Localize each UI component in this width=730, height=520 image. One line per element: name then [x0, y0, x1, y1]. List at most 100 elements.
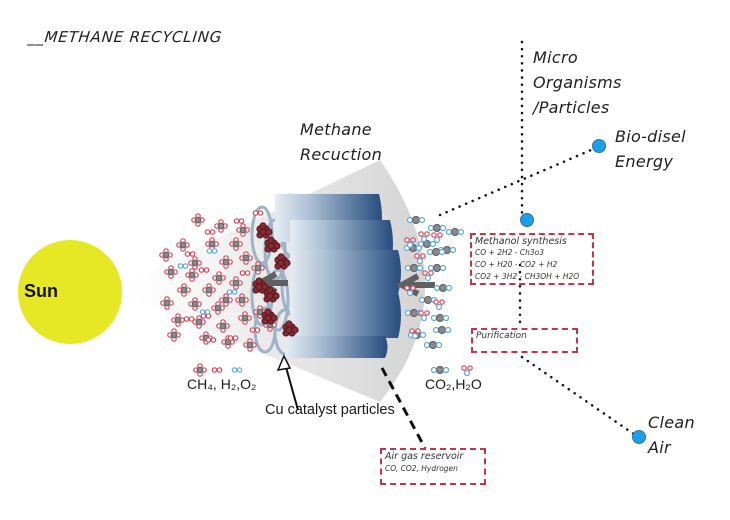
purification-box: Purification	[471, 328, 578, 353]
co2-molecule	[430, 365, 450, 375]
methane-molecule	[229, 276, 243, 290]
air-reservoir-subtitle: CO, CO2, Hydrogen	[385, 464, 458, 473]
o2-molecule	[177, 263, 189, 269]
biodisel-line1: Bio-disel	[615, 127, 686, 146]
methane-molecule	[236, 223, 250, 237]
methane-molecule	[219, 293, 233, 307]
sun-label: Sun	[24, 281, 58, 301]
methane-molecule	[214, 219, 228, 233]
molecules	[159, 210, 473, 377]
co2-molecule	[427, 263, 447, 273]
sun	[18, 240, 122, 344]
methane-molecule	[251, 261, 265, 275]
co2-molecule	[404, 263, 424, 273]
connection-lines	[438, 40, 640, 439]
cu-catalyst-particle	[263, 286, 280, 303]
methane-molecule	[177, 283, 191, 297]
biodisel-label: Bio-disel Energy	[615, 124, 686, 174]
methane-molecule	[211, 301, 225, 315]
clean-air-line2: Air	[648, 438, 671, 457]
methane-molecule	[167, 328, 181, 342]
methanol-title: Methanol synthesis	[475, 236, 567, 247]
air-reservoir-title: Air gas reservoir	[385, 451, 464, 462]
methane-molecule	[192, 315, 206, 329]
reactor-cylinders	[275, 194, 401, 358]
cu-catalyst-particle	[274, 253, 291, 270]
h2o-molecule	[409, 328, 421, 340]
methane-molecule	[159, 248, 173, 262]
methane-molecule	[176, 238, 190, 252]
clean-air-label: Clean Air	[648, 410, 695, 460]
co2-molecule	[430, 313, 450, 323]
cu-catalyst-particle	[264, 236, 281, 253]
h2-molecule	[227, 335, 239, 341]
co2-molecule	[427, 223, 447, 233]
methanol-eq-3: CO2 + 3H2 - CH3OH + H2O	[475, 272, 580, 281]
methane-molecule	[216, 319, 230, 333]
cu-catalyst-particle	[282, 320, 299, 337]
h2-molecule	[184, 251, 196, 257]
h2-molecule	[249, 327, 261, 333]
micro-organisms-label: Micro Organisms /Particles	[533, 45, 622, 120]
methane-molecule	[185, 268, 199, 282]
node-micro-organisms	[520, 213, 534, 227]
methane-molecule	[188, 256, 202, 270]
cu-catalyst-particle	[256, 222, 273, 239]
methane-molecule	[238, 311, 252, 325]
clean-air-line1: Clean	[648, 413, 695, 432]
cu-catalyst-particle	[261, 308, 278, 325]
methane-molecule	[193, 363, 207, 377]
reactor-label: Methane Recuction	[300, 117, 382, 167]
reactor-label-line1: Methane	[300, 120, 372, 139]
outputs-label: CO₂,H₂O	[425, 376, 482, 392]
h2-molecule	[233, 218, 245, 224]
biodisel-line2: Energy	[615, 152, 674, 171]
diagram-title: __METHANE RECYCLING	[27, 28, 224, 46]
reservoir-dashed-line	[380, 367, 427, 449]
methane-molecule	[219, 255, 233, 269]
methane-molecule	[243, 338, 257, 352]
co2-molecule	[423, 340, 443, 350]
h2o-molecule	[404, 237, 416, 249]
methane-molecule	[164, 265, 178, 279]
air-reservoir-box: Air gas reservoir CO, CO2, Hydrogen	[380, 448, 486, 485]
node-clean-air	[632, 430, 646, 444]
o2-molecule	[199, 309, 211, 315]
co2-molecule	[417, 239, 437, 249]
inputs-label: CH₄, H₂,O₂	[187, 376, 257, 392]
cu-catalyst-particle	[252, 277, 269, 294]
h2o-molecule	[461, 365, 473, 377]
co2-molecule	[432, 325, 452, 335]
purification-title: Purification	[476, 331, 527, 341]
co2-molecule	[433, 283, 453, 293]
h2o-molecule	[404, 285, 416, 297]
methane-molecule	[202, 283, 216, 297]
methanol-eq-1: CO + 2H2 - Ch3o3	[475, 248, 544, 257]
methane-molecule	[188, 297, 202, 311]
o2-legend	[231, 367, 243, 373]
h2-molecule	[204, 229, 216, 235]
o2-molecule	[226, 289, 238, 295]
methane-molecule	[212, 271, 226, 285]
h2o-molecule	[418, 310, 430, 322]
catalyst-pointer-head	[276, 354, 292, 371]
methanol-eq-2: CO + H20 - CO2 + H2	[475, 260, 558, 269]
methane-molecule	[229, 237, 243, 251]
h2o-molecule	[414, 253, 426, 265]
h2-legend	[211, 367, 223, 373]
co2-molecule	[406, 215, 426, 225]
methane-molecule	[160, 296, 174, 310]
h2o-molecule	[431, 232, 443, 244]
catalyst-label: Cu catalyst particles	[265, 402, 395, 418]
micro-line3: /Particles	[533, 98, 610, 117]
methane-molecule	[191, 213, 205, 227]
micro-line2: Organisms	[533, 73, 622, 92]
methanol-synthesis-box: Methanol synthesis CO + 2H2 - Ch3o3 CO +…	[470, 233, 594, 285]
h2-molecule	[205, 337, 217, 343]
o2-molecule	[206, 248, 218, 254]
h2o-molecule	[433, 299, 445, 311]
h2-molecule	[198, 267, 210, 273]
micro-line1: Micro	[533, 48, 578, 67]
